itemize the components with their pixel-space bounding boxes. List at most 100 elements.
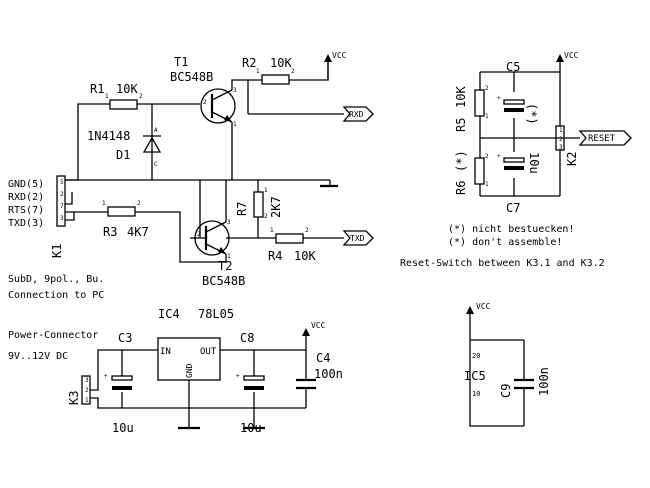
c7-name: C7 xyxy=(506,201,520,215)
d1-type: 1N4148 xyxy=(87,129,130,143)
svg-text:5: 5 xyxy=(60,179,64,186)
voltage-label: 9V..12V DC xyxy=(8,351,68,362)
r3-value: 4K7 xyxy=(127,225,149,239)
svg-text:2: 2 xyxy=(139,93,143,100)
ic5-pin-bottom: 10 xyxy=(472,390,480,398)
svg-text:1: 1 xyxy=(559,127,563,134)
svg-text:2: 2 xyxy=(305,227,309,234)
connector-k3: 3 2 1 xyxy=(81,375,91,405)
k3-name: K3 xyxy=(67,391,81,405)
resistor-r7: 12 xyxy=(253,187,268,220)
svg-text:2: 2 xyxy=(559,136,563,143)
c8-name: C8 xyxy=(240,331,254,345)
r4-value: 10K xyxy=(294,249,316,263)
svg-text:3: 3 xyxy=(227,219,231,226)
t2-type: BC548B xyxy=(202,274,245,288)
svg-text:7: 7 xyxy=(60,203,64,210)
ic5-name: IC5 xyxy=(464,369,486,383)
c5-name: C5 xyxy=(506,60,520,74)
t2-name: T2 xyxy=(218,259,232,273)
vcc-symbol-reset xyxy=(556,54,564,62)
svg-text:3: 3 xyxy=(60,215,64,222)
ic4-name: IC4 xyxy=(158,307,180,321)
r7-name: R7 xyxy=(235,202,249,216)
c7-value: 10u xyxy=(527,152,541,174)
r2-name: R2 xyxy=(242,56,256,70)
svg-text:1: 1 xyxy=(85,397,89,404)
svg-text:1: 1 xyxy=(227,253,231,260)
note-dont: (*) don't assemble! xyxy=(448,237,562,248)
reset-port-label: RESET xyxy=(588,134,616,144)
svg-text:3: 3 xyxy=(559,144,563,151)
vcc-label-3: VCC xyxy=(311,321,326,330)
svg-text:1: 1 xyxy=(105,93,109,100)
svg-text:2: 2 xyxy=(203,99,207,106)
c9-value: 100n xyxy=(537,367,551,396)
k2-name: K2 xyxy=(565,152,579,166)
k1-pin-rxd: RXD(2) xyxy=(8,192,44,203)
ic4-in-label: IN xyxy=(160,347,171,357)
txd-port xyxy=(342,230,374,246)
d1-name: D1 xyxy=(116,148,130,162)
capacitor-c4 xyxy=(296,378,316,390)
r7-value: 2K7 xyxy=(269,196,283,218)
vcc-label-1: VCC xyxy=(332,51,347,60)
resistor-r5: 21 xyxy=(474,85,489,120)
rxd-port xyxy=(342,106,374,122)
svg-text:1: 1 xyxy=(233,121,237,128)
svg-text:1: 1 xyxy=(485,181,489,188)
ic4-gnd-label: GND xyxy=(185,363,194,378)
ic5-pin-top: 20 xyxy=(472,352,480,360)
capacitor-c8: + xyxy=(236,373,265,390)
t1-type: BC548B xyxy=(170,70,213,84)
svg-text:2: 2 xyxy=(197,231,201,238)
k1-pin-rts: RTS(7) xyxy=(8,205,44,216)
subd-note: SubD, 9pol., Bu. xyxy=(8,274,104,285)
vcc-symbol-ic5 xyxy=(466,306,474,314)
svg-text:1: 1 xyxy=(256,68,260,75)
c5-value: (*) xyxy=(525,103,539,125)
ic5-body xyxy=(469,314,534,427)
svg-text:+: + xyxy=(497,95,501,102)
t1-name: T1 xyxy=(174,55,188,69)
note-nicht: (*) nicht bestuecken! xyxy=(448,224,574,235)
transistor-t1: 3 2 1 xyxy=(200,87,237,128)
svg-text:1: 1 xyxy=(270,227,274,234)
svg-text:2: 2 xyxy=(60,191,64,198)
svg-text:2: 2 xyxy=(85,387,89,394)
capacitor-c7: + xyxy=(497,153,525,170)
k1-pin-gnd: GND(5) xyxy=(8,179,44,190)
capacitor-c3: + xyxy=(104,373,133,390)
r6-value: (*) xyxy=(454,150,468,172)
connection-note: Connection to PC xyxy=(8,290,104,301)
connector-k1: 5 2 7 3 xyxy=(56,175,66,227)
c9-name: C9 xyxy=(499,384,513,398)
svg-text:+: + xyxy=(104,373,108,380)
vcc-symbol xyxy=(324,54,332,80)
svg-text:2: 2 xyxy=(291,68,295,75)
svg-text:2: 2 xyxy=(137,200,141,207)
vcc-symbol-power xyxy=(302,328,310,336)
c4-value: 100n xyxy=(314,367,343,381)
ic4-type: 78L05 xyxy=(198,307,234,321)
r3-name: R3 xyxy=(103,225,117,239)
r6-name: R6 xyxy=(454,181,468,195)
svg-text:+: + xyxy=(497,153,501,160)
svg-text:1: 1 xyxy=(264,187,268,194)
reset-port xyxy=(578,130,632,146)
r5-name: R5 xyxy=(454,118,468,132)
c4-name: C4 xyxy=(316,351,330,365)
r1-name: R1 xyxy=(90,82,104,96)
k1-name: K1 xyxy=(50,244,64,258)
k1-pin-txd: TXD(3) xyxy=(8,218,44,229)
c3-value: 10u xyxy=(112,421,134,435)
svg-text:2: 2 xyxy=(485,85,489,92)
r4-name: R4 xyxy=(268,249,282,263)
power-connector-label: Power-Connector xyxy=(8,330,98,341)
vcc-label-2: VCC xyxy=(564,51,579,60)
svg-text:1: 1 xyxy=(485,113,489,120)
svg-text:C: C xyxy=(154,161,158,168)
